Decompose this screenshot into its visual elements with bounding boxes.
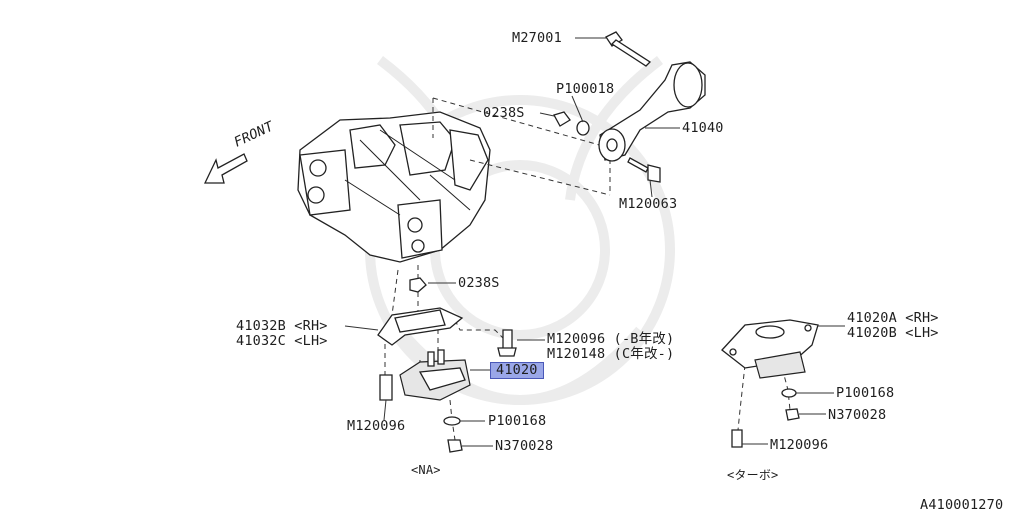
washer-p100168-na [443,416,461,426]
label-0238s-top: 0238S [483,105,525,121]
label-na: <NA> [411,463,441,477]
bolt-m120096-turbo [731,429,743,448]
label-41020b: 41020B <LH> [847,325,939,341]
label-0238s-mid: 0238S [458,275,500,291]
mount-41020a [721,319,819,379]
bolt-m27001 [605,31,652,67]
bolt-m120096-na [379,329,517,401]
engine-block [297,111,491,263]
label-41032c: 41032C <LH> [236,333,328,349]
front-arrow-icon [203,153,248,184]
label-m120096-left: M120096 [347,418,406,434]
mount-41020 [399,349,471,401]
washer-p100168-turbo [781,388,797,398]
label-p100168-na: P100168 [488,413,547,429]
bracket-41032 [377,307,464,346]
label-turbo: <ターボ> [727,468,779,482]
label-41020-highlighted[interactable]: 41020 [490,362,544,379]
label-n370028-turbo: N370028 [828,407,887,423]
diagram-code: A410001270 [920,497,1004,513]
bolt-m120063 [627,157,661,183]
label-m120096-a: M120096 (-B年改) [547,331,675,347]
label-41040: 41040 [682,120,724,136]
label-p100018: P100018 [556,81,615,97]
label-p100168-turbo: P100168 [836,385,895,401]
nut-0238s-mid [409,277,427,293]
label-m120063: M120063 [619,196,678,212]
nut-n370028-na [447,439,463,453]
nut-n370028-turbo [785,408,800,421]
label-m120148: M120148 (C年改-) [547,346,675,362]
label-m27001: M27001 [512,30,562,46]
leader-lines [344,37,845,447]
label-m120096-turbo: M120096 [770,437,829,453]
label-41032b: 41032B <RH> [236,318,328,334]
label-41020a: 41020A <RH> [847,310,939,326]
bracket-41040 [598,61,706,162]
label-n370028-na: N370028 [495,438,554,454]
